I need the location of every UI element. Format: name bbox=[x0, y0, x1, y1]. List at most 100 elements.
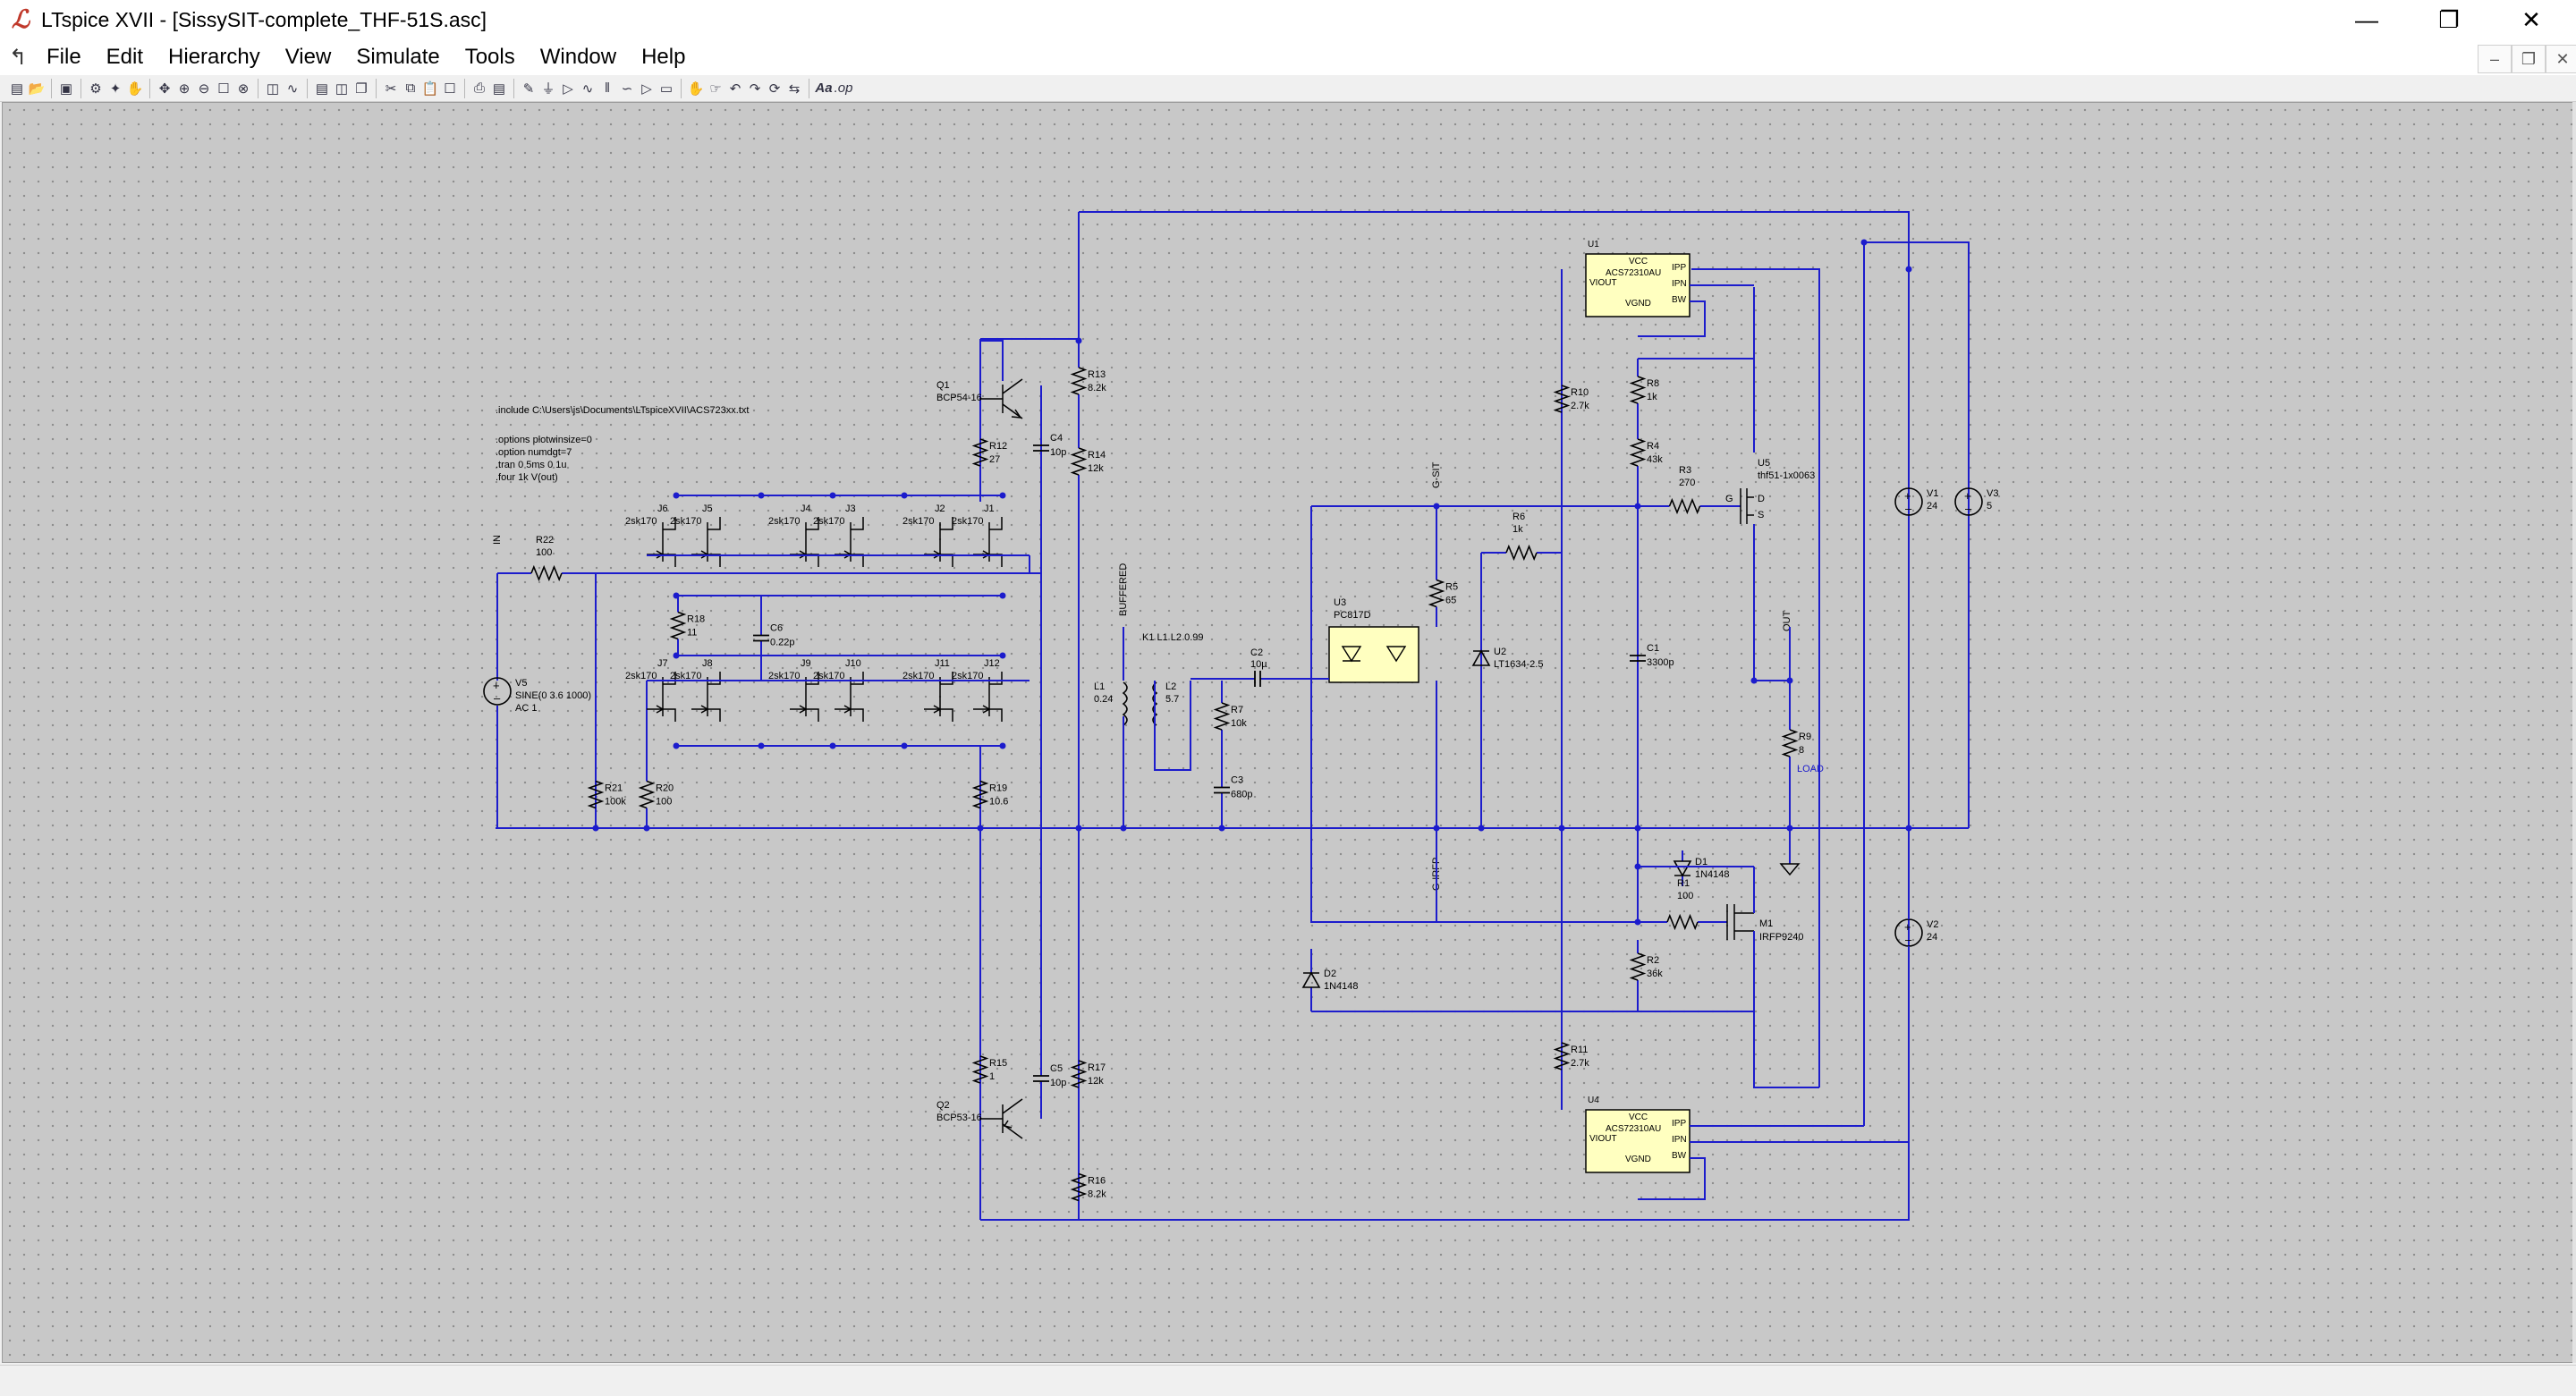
value-c6: 0.22p bbox=[770, 638, 795, 648]
zoom-fit-icon[interactable]: ☐ bbox=[217, 80, 230, 97]
undo-icon[interactable]: ↶ bbox=[729, 80, 741, 97]
label-c6: C6 bbox=[770, 623, 783, 634]
menu-window[interactable]: Window bbox=[539, 45, 617, 69]
schematic-document-icon[interactable]: ↰ bbox=[8, 45, 28, 70]
redo-icon[interactable]: ↷ bbox=[749, 80, 761, 97]
voltage-source-v3 bbox=[1954, 487, 1983, 516]
label-r18: R18 bbox=[687, 614, 705, 625]
tile-horizontal-icon[interactable]: ▤ bbox=[315, 80, 329, 97]
print-icon[interactable]: ⎙ bbox=[473, 80, 485, 96]
halt-icon[interactable]: ✋ bbox=[126, 80, 144, 97]
jfet-stroke bbox=[843, 705, 852, 714]
close-icon[interactable]: ✕ bbox=[2521, 5, 2541, 33]
mirror-icon[interactable]: ⇆ bbox=[788, 80, 801, 97]
text-icon[interactable]: Aa bbox=[815, 80, 833, 96]
capacitor-icon[interactable]: ‖ bbox=[604, 80, 611, 96]
label-r21: R21 bbox=[605, 783, 623, 794]
tile-vertical-icon[interactable]: ◫ bbox=[335, 80, 349, 97]
net-label-g-sit: G-SIT bbox=[1431, 461, 1442, 488]
find-icon[interactable]: ☐ bbox=[444, 80, 456, 97]
label-r4: R4 bbox=[1647, 441, 1659, 452]
save-icon[interactable]: ▣ bbox=[59, 80, 73, 97]
junction-dot bbox=[1905, 266, 1912, 273]
resistor-icon[interactable]: ∿ bbox=[581, 80, 594, 97]
mdi-minimize-icon[interactable]: – bbox=[2478, 45, 2512, 73]
jfet-stroke bbox=[656, 705, 665, 714]
menu-hierarchy[interactable]: Hierarchy bbox=[168, 45, 260, 69]
title-bar: ℒ LTspice XVII - [SissySIT-complete_THF-… bbox=[0, 0, 2576, 39]
autoscale-icon[interactable]: ◫ bbox=[266, 80, 280, 97]
run-icon[interactable]: ✦ bbox=[109, 80, 122, 97]
value-r16: 8.2k bbox=[1088, 1189, 1106, 1200]
copy-icon[interactable]: ⧉ bbox=[405, 80, 416, 96]
cascade-icon[interactable]: ❐ bbox=[355, 80, 368, 97]
ltspice-logo-icon[interactable]: ℒ bbox=[11, 4, 30, 34]
pan-icon[interactable]: ✥ bbox=[158, 80, 171, 97]
ground-icon[interactable]: ⏚ bbox=[541, 81, 555, 97]
jfet-stroke bbox=[982, 705, 991, 714]
resistor-r11 bbox=[1553, 1042, 1571, 1070]
menu-tools[interactable]: Tools bbox=[464, 45, 515, 69]
new-schematic-icon[interactable]: ▤ bbox=[10, 80, 24, 97]
junction-dot bbox=[758, 492, 765, 499]
toolbar-separator bbox=[307, 78, 308, 98]
diode-icon[interactable]: ▷ bbox=[641, 80, 652, 97]
value-j8: 2sk170 bbox=[670, 671, 701, 681]
label-j4: J4 bbox=[801, 503, 811, 514]
zoom-cancel-icon[interactable]: ⊗ bbox=[237, 80, 250, 97]
print-preview-icon[interactable]: ▤ bbox=[492, 80, 506, 97]
label-net-icon[interactable]: ▷ bbox=[563, 80, 573, 97]
value-c1: 3300p bbox=[1647, 657, 1674, 668]
resistor-r15 bbox=[971, 1055, 989, 1084]
menu-help[interactable]: Help bbox=[641, 45, 686, 69]
label-r20: R20 bbox=[656, 783, 674, 794]
zoom-out-icon[interactable]: ⊖ bbox=[198, 80, 210, 97]
paste-icon[interactable]: 📋 bbox=[421, 80, 439, 97]
restore-icon[interactable]: ❐ bbox=[2438, 5, 2460, 33]
component-icon[interactable]: ▭ bbox=[659, 80, 674, 97]
jfet-stroke bbox=[940, 708, 953, 722]
wire-icon[interactable]: ✎ bbox=[522, 80, 535, 97]
value-d1: 1N4148 bbox=[1695, 869, 1730, 880]
spice-directive-icon[interactable]: .op bbox=[834, 80, 853, 96]
waveform-icon[interactable]: ∿ bbox=[286, 80, 299, 97]
zoom-in-icon[interactable]: ⊕ bbox=[178, 80, 191, 97]
menu-simulate[interactable]: Simulate bbox=[356, 45, 440, 69]
cut-icon[interactable]: ✂ bbox=[385, 80, 397, 97]
plus-sign: + bbox=[493, 679, 500, 692]
minimize-icon[interactable]: — bbox=[2355, 5, 2378, 33]
label-r5: R5 bbox=[1445, 582, 1458, 593]
value-q1: BCP54-16 bbox=[936, 393, 982, 403]
wire bbox=[1753, 524, 1790, 681]
junction-dot bbox=[901, 742, 908, 749]
mdi-restore-icon[interactable]: ❐ bbox=[2512, 45, 2546, 73]
move-icon[interactable]: ✋ bbox=[687, 80, 705, 97]
vertical-scrollbar[interactable] bbox=[2572, 102, 2576, 1363]
jfet-stroke bbox=[708, 708, 721, 722]
label-j11: J11 bbox=[935, 658, 950, 669]
mdi-close-icon[interactable]: ✕ bbox=[2546, 45, 2576, 73]
control-panel-icon[interactable]: ⚙ bbox=[89, 80, 102, 97]
junction-dot bbox=[673, 492, 680, 499]
label-j12: J12 bbox=[984, 658, 1000, 669]
value-r18: 11 bbox=[687, 628, 697, 639]
label-d2: D2 bbox=[1324, 969, 1336, 979]
open-icon[interactable]: 📂 bbox=[28, 80, 46, 97]
net-label-buffered: BUFFERED bbox=[1118, 563, 1129, 616]
junction-dot bbox=[999, 652, 1006, 659]
spice-directive-tran: .tran 0 5ms 0 1u bbox=[496, 460, 567, 470]
value-j3: 2sk170 bbox=[813, 516, 844, 527]
junction-dot bbox=[1075, 825, 1082, 832]
menu-file[interactable]: File bbox=[47, 45, 81, 69]
menu-view[interactable]: View bbox=[284, 45, 332, 69]
fet-pin-d: D bbox=[1758, 494, 1765, 504]
inductor-icon[interactable]: ∽ bbox=[621, 80, 633, 97]
toolbar-separator bbox=[51, 78, 52, 98]
drag-icon[interactable]: ☞ bbox=[709, 80, 722, 97]
rotate-icon[interactable]: ⟳ bbox=[768, 80, 781, 97]
value-v5: SINE(0 3.6 1000) bbox=[515, 690, 591, 701]
menu-edit[interactable]: Edit bbox=[106, 45, 144, 69]
spice-directive-include: .include C:\Users\js\Documents\LTspiceXV… bbox=[496, 405, 749, 416]
